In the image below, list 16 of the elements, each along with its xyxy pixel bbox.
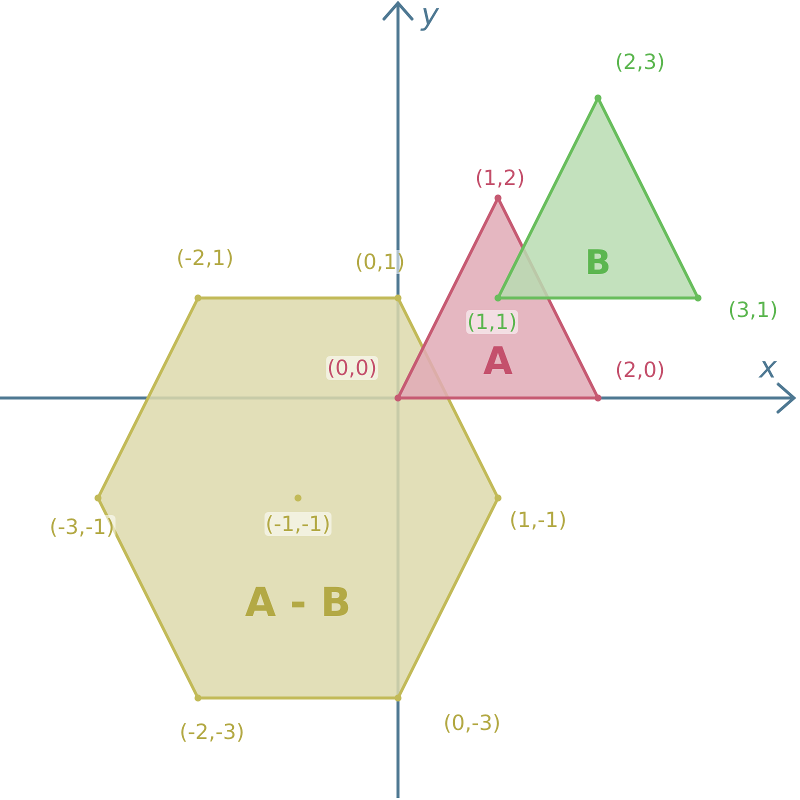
coordinate-label: (-2,-3) xyxy=(178,720,246,744)
coordinate-label: (3,1) xyxy=(727,298,779,322)
region-label: B xyxy=(585,243,611,283)
coordinate-label: (0,0) xyxy=(326,356,378,380)
coordinate-label: (0,1) xyxy=(354,250,406,274)
coordinate-label: (1,2) xyxy=(474,166,526,190)
region-label: A xyxy=(483,339,513,383)
coordinate-label: (2,3) xyxy=(614,50,666,74)
coordinate-label: (1,1) xyxy=(466,310,518,334)
region-label: A - B xyxy=(245,580,351,626)
coordinate-label: (-2,1) xyxy=(175,246,235,270)
coordinate-label: (-3,-1) xyxy=(48,515,116,539)
coordinate-label: (0,-3) xyxy=(442,711,502,735)
coordinate-label: (2,0) xyxy=(614,358,666,382)
coordinate-label: (1,-1) xyxy=(508,508,568,532)
coordinate-label: (-1,-1) xyxy=(264,512,332,536)
